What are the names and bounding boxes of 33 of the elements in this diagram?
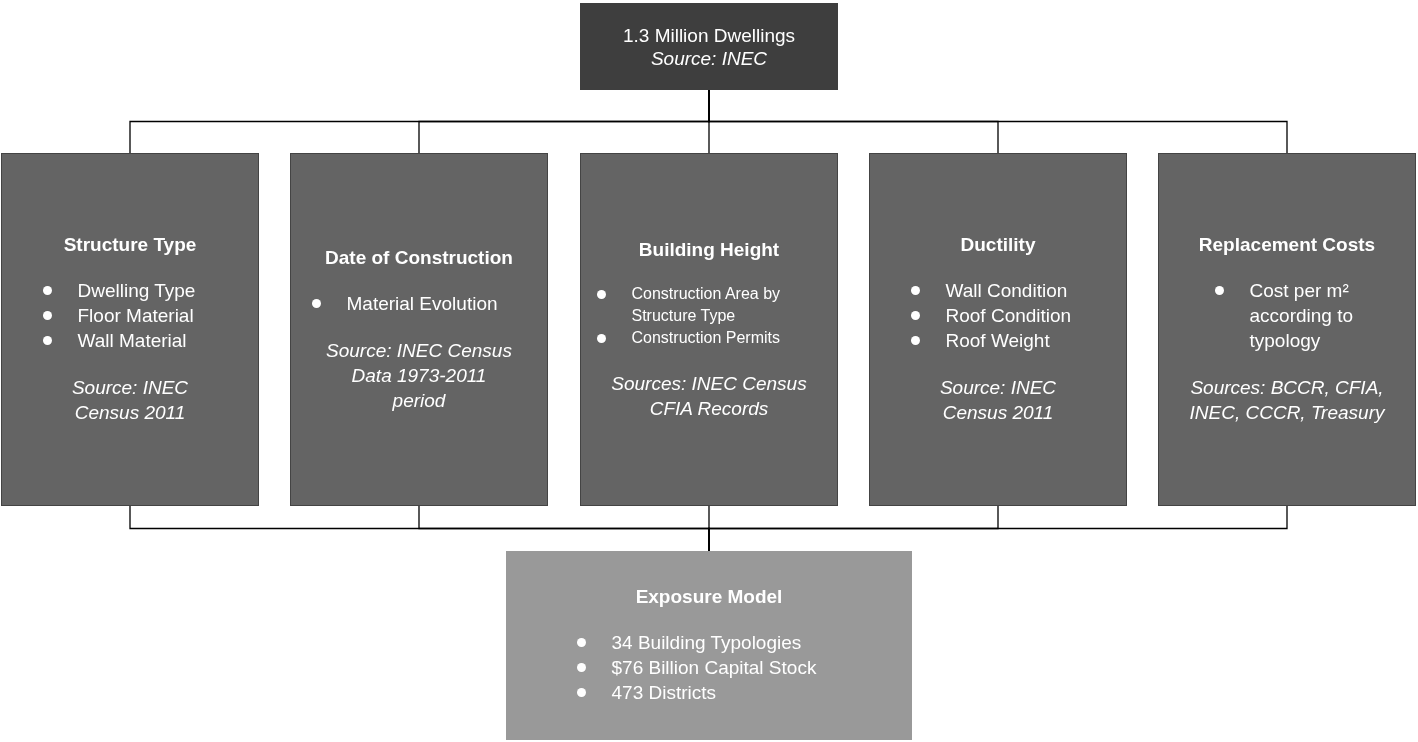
box-heading: Building Height xyxy=(638,238,780,261)
bullet-item: Construction Area by Structure Type xyxy=(631,282,832,327)
box-heading: Structure Type xyxy=(63,234,197,256)
source-note: Source: INEC Census Data 1973-2011 period xyxy=(325,338,513,413)
box-title: 1.3 Million Dwellings xyxy=(622,23,796,47)
bullet-item: Construction Permits xyxy=(631,326,780,349)
source-note: Sources: BCCR, CFIA, INEC, CCCR, Treasury xyxy=(1188,376,1387,425)
source-note: Sources: INEC Census CFIA Records xyxy=(610,371,808,421)
category-box xyxy=(580,153,838,506)
box-heading: Date of Construction xyxy=(325,246,513,269)
source-note: Source: INEC xyxy=(650,46,768,70)
bullet-item: $76 Billion Capital Stock xyxy=(611,655,817,680)
bullet-item: 34 Building Typologies xyxy=(611,630,802,655)
bullet-item: Material Evolution xyxy=(346,290,498,316)
bullet-item: 473 Districts xyxy=(611,680,717,705)
result-box xyxy=(506,551,912,740)
category-box xyxy=(1158,153,1416,506)
box-heading: Replacement Costs xyxy=(1198,234,1376,256)
bullet-item: Roof Condition xyxy=(945,303,1072,328)
source-note: Source: INEC Census 2011 xyxy=(938,376,1058,425)
source-note: Source: INEC Census 2011 xyxy=(70,376,190,425)
category-box xyxy=(869,153,1127,506)
box-heading: Ductility xyxy=(960,234,1036,256)
bullet-item: Wall Condition xyxy=(945,278,1068,303)
bullet-item: Roof Weight xyxy=(945,328,1050,353)
category-box xyxy=(290,153,548,506)
category-box xyxy=(1,153,259,506)
box-heading: Exposure Model xyxy=(635,586,783,608)
bullet-item: Dwelling Type xyxy=(77,278,196,303)
bullet-item: Wall Material xyxy=(77,328,187,353)
bullet-item: Floor Material xyxy=(77,303,194,328)
bullet-item: Cost per m² according to typology xyxy=(1249,278,1370,353)
source-box xyxy=(580,3,838,90)
